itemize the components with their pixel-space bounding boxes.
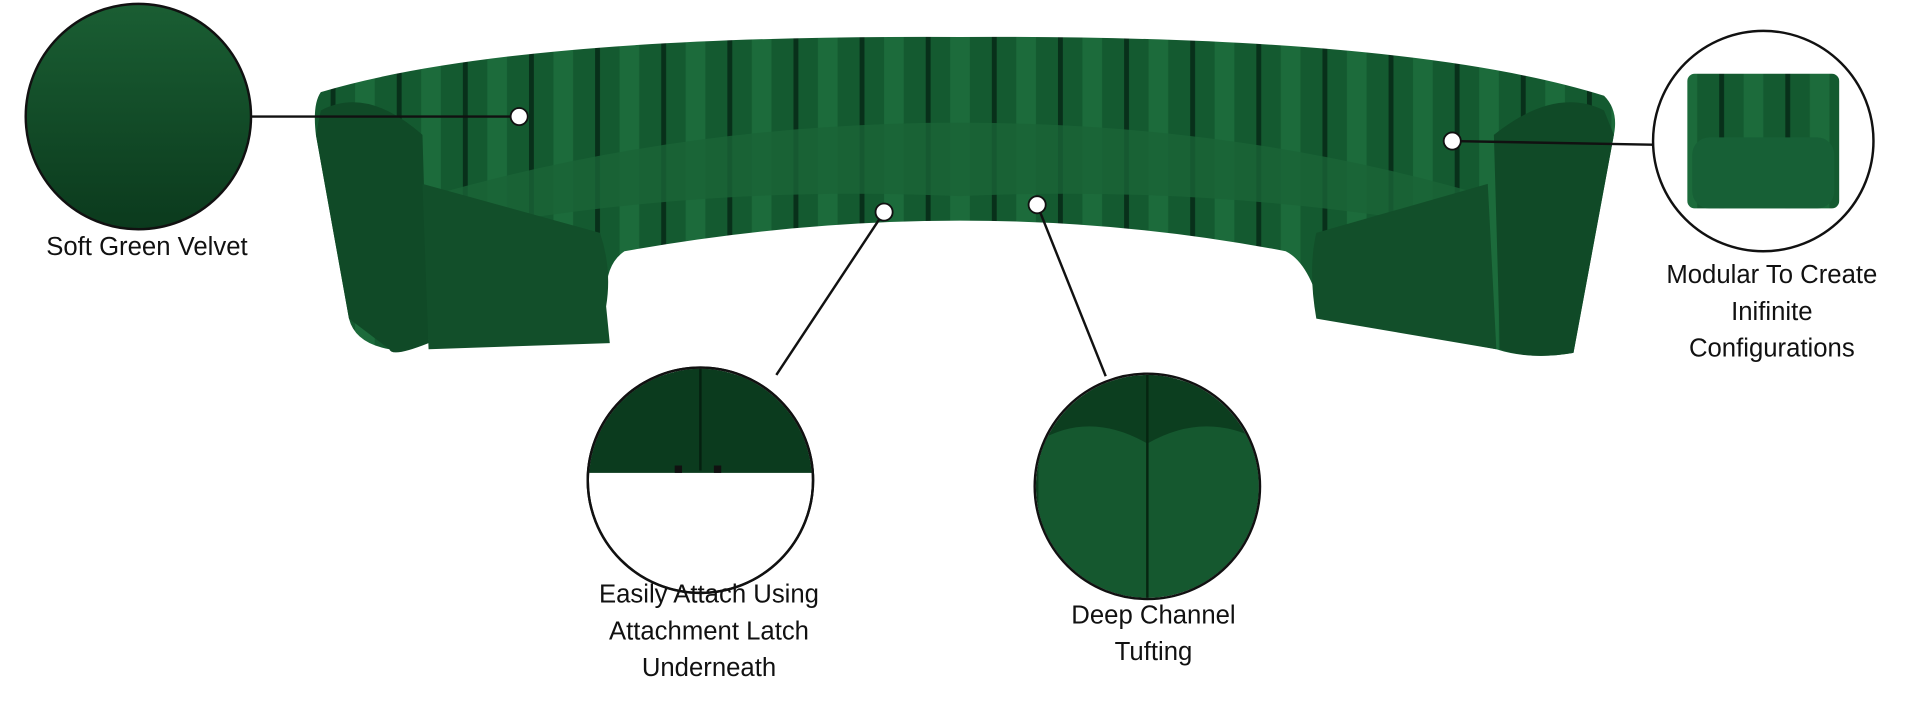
callout-dot	[874, 202, 894, 222]
feature-label-line: Tufting	[1115, 638, 1193, 666]
feature-label-line: Easily Attach Using	[599, 581, 819, 609]
callout-line	[1036, 204, 1107, 377]
feature-label-line: Inifinite	[1731, 298, 1812, 326]
feature-label: Soft Green Velvet	[46, 233, 247, 261]
feature-attachment-latch: Easily Attach Using Attachment Latch Und…	[586, 202, 894, 682]
feature-label-line: Attachment Latch	[609, 617, 809, 645]
feature-label-line: Underneath	[642, 654, 776, 682]
callout-line	[775, 211, 886, 376]
callout-line	[1452, 139, 1654, 146]
callout-dot	[509, 107, 529, 127]
callout-dot	[1442, 131, 1462, 151]
velvet-swatch-icon	[24, 2, 253, 231]
feature-modular: Modular To Create Inifinite Configuratio…	[1442, 29, 1877, 363]
feature-soft-green-velvet: Soft Green Velvet	[24, 2, 529, 261]
feature-label-line: Deep Channel	[1071, 602, 1235, 630]
sofa-image	[314, 36, 1616, 356]
feature-label-line: Modular To Create	[1666, 261, 1877, 289]
tufting-detail-icon	[1035, 374, 1259, 598]
latch-detail-icon	[588, 368, 812, 473]
callout-dot	[1027, 195, 1047, 215]
feature-deep-channel-tufting: Deep Channel Tufting	[1027, 195, 1262, 666]
feature-label-line: Configurations	[1689, 335, 1855, 363]
single-module-icon	[1687, 73, 1840, 209]
